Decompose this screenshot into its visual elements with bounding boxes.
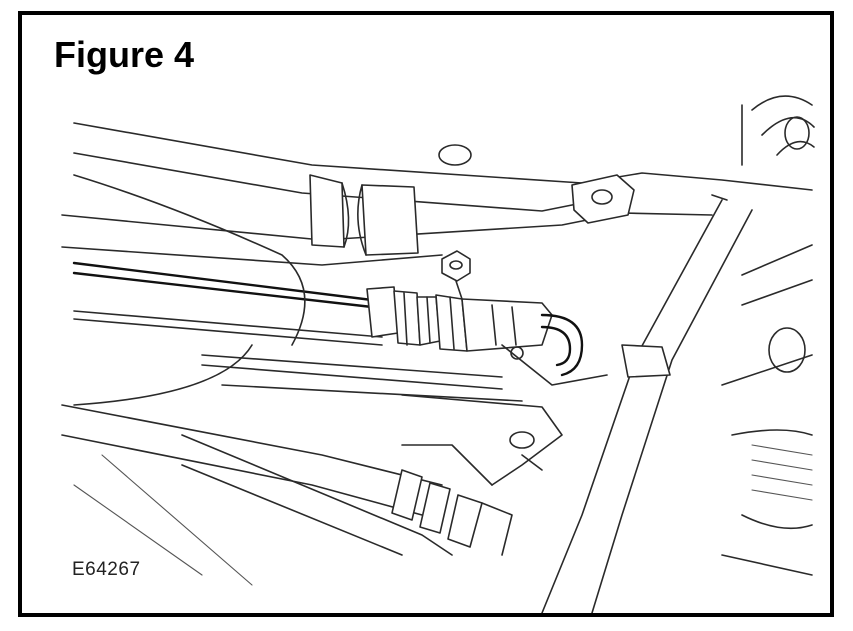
- technical-line-drawing: [61, 95, 815, 613]
- top-right-housing: [741, 95, 815, 166]
- left-frame-sweep: [73, 174, 306, 586]
- figure-frame: Figure 4: [18, 11, 834, 617]
- diagonal-cross-brace: [541, 194, 753, 613]
- frame-hole: [438, 144, 472, 166]
- fluid-pipes: [72, 261, 523, 402]
- lower-shaft: [61, 404, 513, 556]
- upper-bracket: [571, 174, 635, 224]
- figure-title: Figure 4: [54, 34, 195, 75]
- lower-subframe: [401, 394, 563, 486]
- pipe-union-fitting: [366, 286, 468, 352]
- reference-code: E64267: [72, 559, 141, 580]
- upper-frame-rail: [61, 122, 813, 266]
- rail-bushing: [309, 174, 419, 256]
- right-side-components: [721, 244, 813, 576]
- retaining-nut: [441, 250, 471, 300]
- flex-hose-bracket: [461, 298, 608, 386]
